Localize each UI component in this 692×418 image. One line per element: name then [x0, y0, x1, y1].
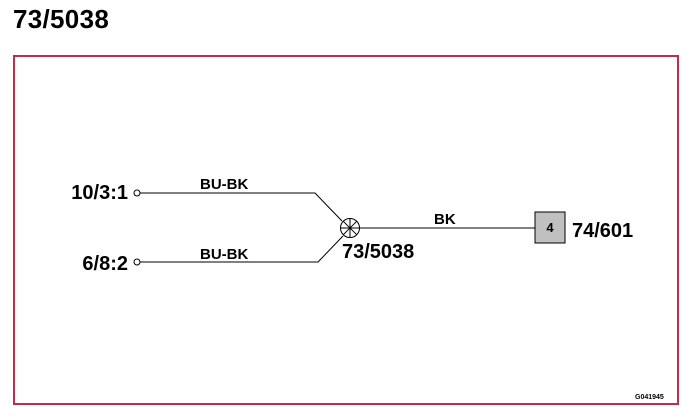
- connector-box: [534, 211, 566, 244]
- terminal-label-2: 6/8:2: [82, 253, 128, 275]
- wire-label-1: BU-BK: [200, 176, 248, 193]
- page-title: 73/5038: [13, 4, 110, 34]
- figure-code: G041945: [635, 394, 664, 401]
- wire-1: [140, 192, 343, 222]
- splice-label: 73/5038: [342, 241, 414, 263]
- terminal-point-1: [133, 189, 141, 197]
- wire-2: [140, 235, 344, 263]
- connector-pin-label: 4: [546, 220, 554, 235]
- wire-label-2: BU-BK: [200, 246, 248, 263]
- connector-label: 74/601: [572, 220, 633, 242]
- diagram-frame: [13, 55, 679, 405]
- terminal-point-2: [133, 258, 141, 266]
- terminal-label-1: 10/3:1: [71, 182, 128, 204]
- splice-point: [340, 218, 360, 238]
- wire-label-3: BK: [434, 211, 456, 228]
